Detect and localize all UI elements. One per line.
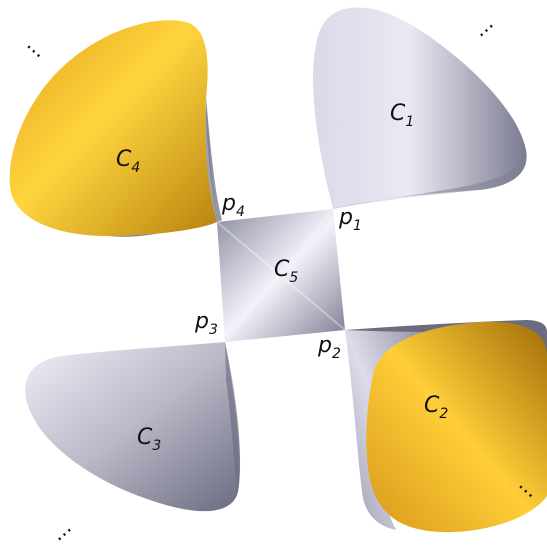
label-p1: p1 xyxy=(338,205,362,234)
ellipsis-top-left: ··· xyxy=(19,36,49,67)
label-c5: C5 xyxy=(274,257,298,286)
cone-c5-diagonal-a xyxy=(216,221,346,331)
cone-c4 xyxy=(9,20,222,237)
cone-c3-surface xyxy=(25,342,241,512)
label-c1: C1 xyxy=(390,101,414,130)
label-p2: p2 xyxy=(317,333,341,362)
cone-c3 xyxy=(25,342,241,512)
cone-c2 xyxy=(345,320,547,533)
cone-c2-silver-side xyxy=(345,330,430,530)
cone-c2-surface xyxy=(366,321,547,533)
cone-c3-shade xyxy=(225,342,240,492)
cone-c1 xyxy=(313,7,527,209)
ellipsis-bottom-left: ··· xyxy=(49,519,79,550)
cone-c4-rim-shade xyxy=(206,98,222,222)
label-p4: p4 xyxy=(221,191,245,220)
cone-c5-square xyxy=(217,209,345,342)
cone-c5-diagonal-b xyxy=(224,208,334,343)
label-c3: C3 xyxy=(137,425,161,454)
label-c2: C2 xyxy=(424,393,448,422)
cone-c4-surface xyxy=(9,20,217,236)
label-c4: C4 xyxy=(116,147,140,176)
label-p3: p3 xyxy=(194,309,218,338)
ellipsis-top-right: ··· xyxy=(471,15,501,46)
cone-c1-surface xyxy=(313,7,527,209)
cone-c5 xyxy=(216,208,346,343)
